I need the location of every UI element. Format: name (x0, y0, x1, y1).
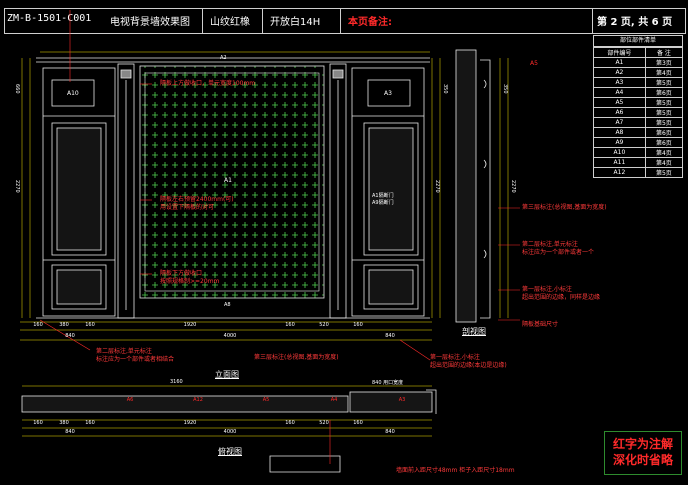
plan-dim-top: 840 用口宽度 (372, 380, 404, 386)
dimension-label: 840 (385, 333, 395, 339)
dimension-label: 520 (319, 322, 329, 328)
left-note-1: 第二层标注,单元标注 标注应为一个部件或者相结合 (96, 348, 175, 363)
annotation-stamp: 红字为注解 深化时省略 (604, 431, 682, 475)
section-note-2: 第二层标注,单元标注 标注应为一个部件或者一个 (522, 241, 595, 256)
dimension-label: 1920 (183, 322, 197, 328)
plan-bottom-note: 墙面前入距尺寸48mm 柜子入距尺寸18mm (396, 467, 515, 474)
panel-top-label: A2 (220, 55, 227, 61)
dimension-label: 4000 (223, 333, 237, 339)
dimension-label: 4000 (223, 429, 237, 435)
dimension-label: 160 (353, 322, 363, 328)
drawing-number: ZM-B-1501-C001 (7, 13, 92, 24)
section-dim: 350 (502, 84, 508, 94)
part-note-cell: 第5页 (644, 167, 684, 178)
dimension-label: 160 (285, 322, 295, 328)
section-dim: 2270 (510, 180, 516, 193)
plan-dimensions (22, 385, 432, 437)
cornice (36, 57, 430, 319)
part-tag-left: A10 (67, 90, 79, 97)
page-number: 第 2 页, 共 6 页 (597, 17, 673, 28)
dimension-label: 840 (385, 429, 395, 435)
dimension-label: A5 (262, 397, 270, 403)
stamp-line-1: 红字为注解 (612, 437, 673, 451)
elevation-note-middle: 隔板左右预留2400mm(可) 用设置下隔板的对可 (160, 196, 234, 211)
finish-name: 开放白14H (270, 17, 321, 28)
divider (262, 9, 263, 33)
left-pilaster (117, 63, 135, 319)
left-note-2: 第三层标注(总视图,基面为宽度) (254, 354, 339, 361)
plan-dim-top: 3160 (170, 379, 183, 385)
right-pilaster (329, 63, 347, 319)
door-note: A1隔断门 A9隔断门 (372, 193, 394, 206)
plan-label: 俯视图 (218, 447, 242, 456)
dimension-label: 840 (65, 429, 75, 435)
dim-row-bottom: 160 380 160 1920 160 520 160 (30, 322, 430, 330)
title-bar (4, 8, 686, 34)
section-drawing (455, 49, 491, 323)
dim-row-total: 840 4000 840 (30, 333, 430, 341)
parts-table-title: 部位部件清单 (593, 35, 683, 47)
elevation-note-top: 隔板上方做收口，单元宽度100mm (160, 80, 256, 87)
dimension-label: 380 (59, 420, 69, 426)
center-panel (139, 65, 325, 299)
dim-left: 2270 (14, 180, 20, 193)
plan-dim-row: 160 380 160 1920 160 520 160 (30, 420, 430, 428)
dimension-label: 160 (85, 420, 95, 426)
dimension-label: 160 (353, 420, 363, 426)
dimension-label: 160 (33, 322, 43, 328)
dimension-lines (20, 51, 441, 341)
section-note-3: 第一层标注,小标注 超出范围的边缘，同样是边缘 (522, 286, 601, 301)
right-cabinet (351, 67, 425, 317)
drawing-name: 电视背景墙效果图 (110, 17, 190, 28)
base-label: A8 (224, 302, 231, 308)
plan-dim-row-total: 840 4000 840 (30, 429, 430, 437)
section-dimensions (499, 58, 509, 318)
dimension-label: A12 (193, 397, 203, 403)
left-cabinet (42, 67, 116, 317)
dimension-label: A3 (398, 397, 406, 403)
dimension-label: 160 (33, 420, 43, 426)
style-name: 山纹红橡 (210, 17, 250, 28)
plan-tags: A6 A12 A5 A4 A3 (96, 397, 436, 405)
divider (592, 9, 593, 33)
leader-lines (39, 10, 520, 464)
dim-right: 2270 (434, 180, 440, 193)
section-label: 剖视图 (462, 327, 486, 336)
dimension-label: 1920 (183, 420, 197, 426)
dimension-label: A6 (126, 397, 134, 403)
remark-label: 本页备注: (348, 17, 392, 28)
section-note-4: 隔板基础尺寸 (522, 321, 559, 328)
panel-label: A1 (224, 177, 232, 184)
part-tag-right: A3 (384, 90, 392, 97)
elevation-note-bottom: 隔板下方做收口 按照规格制>=20mm (160, 270, 220, 285)
dimension-label: 520 (319, 420, 329, 426)
left-note-3: 第一层标注,小标注 超出范围的边缘(本边是边缘) (430, 354, 507, 369)
dim-left: 660 (14, 84, 20, 94)
divider (340, 9, 341, 33)
dimension-label: A4 (330, 397, 338, 403)
stamp-line-2: 深化时省略 (612, 453, 673, 467)
dimension-label: 840 (65, 333, 75, 339)
dimension-label: 380 (59, 322, 69, 328)
section-tag: A5 (530, 60, 538, 67)
divider (202, 9, 203, 33)
dimension-label: 160 (285, 420, 295, 426)
dim-right: 350 (442, 84, 448, 94)
dimension-label: 160 (85, 322, 95, 328)
section-note-1: 第三层标注(总视图,基面为宽度) (522, 204, 607, 211)
elevation-label: 立面图 (215, 370, 239, 379)
plan-drawing (21, 389, 437, 473)
